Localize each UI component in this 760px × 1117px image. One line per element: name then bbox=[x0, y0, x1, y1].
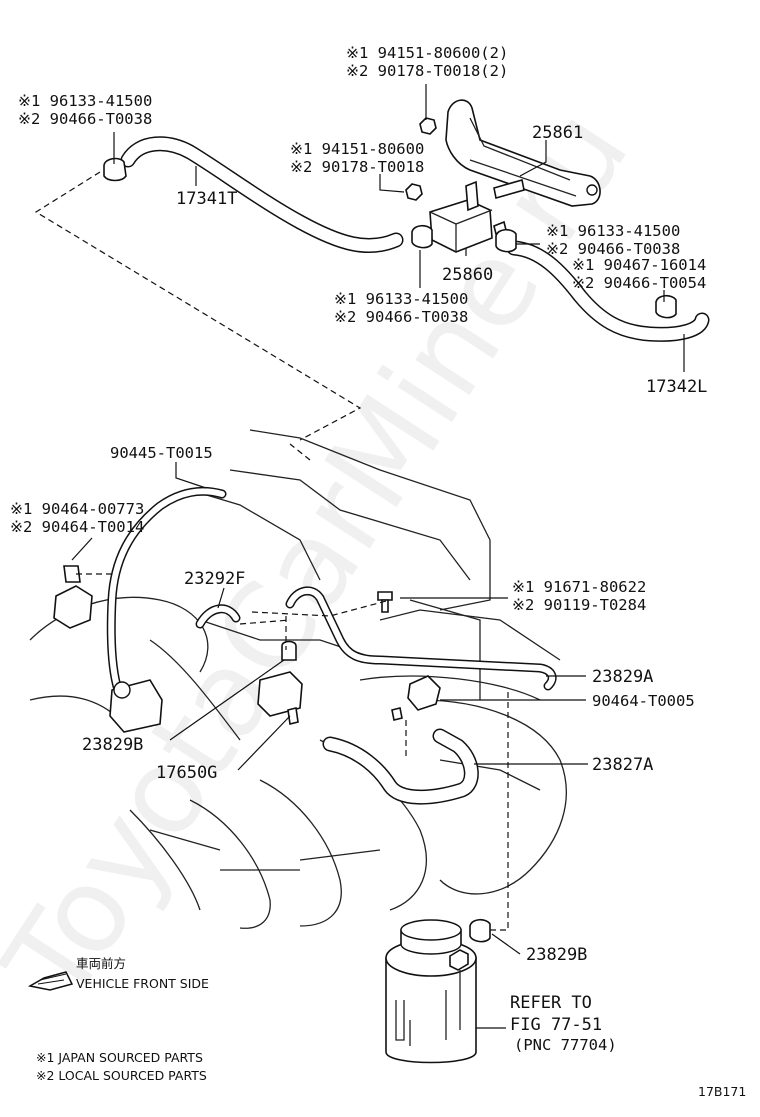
legend-local: ※2 LOCAL SOURCED PARTS bbox=[36, 1068, 207, 1083]
nut-94151-top[interactable] bbox=[419, 117, 437, 135]
figure-code: 17B171 bbox=[698, 1084, 746, 1099]
nut-94151-mid[interactable] bbox=[405, 183, 423, 201]
clamp-c4[interactable] bbox=[495, 228, 517, 253]
label-17341T: 17341T bbox=[176, 189, 237, 209]
vehicle-front-japanese: 車両前方 bbox=[76, 956, 126, 971]
callout-c5-line2: ※2 90466-T0054 bbox=[572, 274, 706, 292]
callout-c7-line1: ※1 90464-00773 bbox=[10, 500, 144, 518]
dashed-link-engine bbox=[289, 443, 311, 461]
callout-c3-line2: ※2 90178-T0018 bbox=[290, 158, 424, 176]
label-90445-T0015: 90445-T0015 bbox=[110, 444, 213, 462]
callout-c2-line1: ※1 96133-41500 bbox=[18, 92, 152, 110]
callout-c4-line2: ※2 90466-T0038 bbox=[546, 240, 680, 258]
vehicle-front-english: VEHICLE FRONT SIDE bbox=[76, 976, 209, 991]
label-90464-T0005: 90464-T0005 bbox=[592, 692, 695, 710]
charcoal-canister[interactable] bbox=[385, 919, 477, 1064]
callout-c1-line2: ※2 90178-T0018(2) bbox=[346, 62, 508, 80]
refer-line1: REFER TO bbox=[510, 993, 592, 1013]
callout-c1-line1: ※1 94151-80600(2) bbox=[346, 44, 508, 62]
hose-17342L[interactable] bbox=[506, 240, 710, 342]
label-25860: 25860 bbox=[442, 265, 493, 285]
clip-90464-00773[interactable] bbox=[53, 565, 93, 629]
hose-90445-T0015[interactable] bbox=[106, 486, 227, 695]
label-23829B-left: 23829B bbox=[82, 735, 143, 755]
callout-c3-line1: ※1 94151-80600 bbox=[290, 140, 424, 158]
dashed-link-top bbox=[34, 171, 362, 441]
clip-90464-T0005[interactable] bbox=[391, 675, 441, 721]
label-25861: 25861 bbox=[532, 123, 583, 143]
callout-c6-line1: ※1 96133-41500 bbox=[334, 290, 468, 308]
hose-17341T[interactable] bbox=[120, 136, 404, 253]
hose-23292F[interactable] bbox=[195, 604, 241, 629]
callout-c2-line2: ※2 90466-T0038 bbox=[18, 110, 152, 128]
label-23292F: 23292F bbox=[184, 569, 245, 589]
vehicle-front-arrow-icon bbox=[27, 971, 74, 991]
callout-c6-line2: ※2 90466-T0038 bbox=[334, 308, 468, 326]
refer-line3: (PNC 77704) bbox=[514, 1036, 617, 1054]
hose-23827A[interactable] bbox=[322, 728, 479, 805]
label-23827A: 23827A bbox=[592, 755, 653, 775]
label-17342L: 17342L bbox=[646, 377, 707, 397]
clamp-23829B-bottom[interactable] bbox=[469, 918, 491, 943]
clamp-c5[interactable] bbox=[655, 294, 677, 319]
callout-c7-line2: ※2 90464-T0014 bbox=[10, 518, 144, 536]
label-17650G: 17650G bbox=[156, 763, 217, 783]
bracket-25861[interactable] bbox=[445, 99, 601, 207]
leader-lines bbox=[71, 84, 685, 1029]
callout-c4-line1: ※1 96133-41500 bbox=[546, 222, 680, 240]
callout-c8-line1: ※1 91671-80622 bbox=[512, 578, 646, 596]
callout-c5-line1: ※1 90467-16014 bbox=[572, 256, 706, 274]
hose-elbow-center[interactable] bbox=[285, 586, 557, 691]
dashed-link-23292F bbox=[239, 619, 291, 625]
label-23829A: 23829A bbox=[592, 667, 653, 687]
clamp-c6[interactable] bbox=[411, 224, 433, 249]
label-23829B-bottom: 23829B bbox=[526, 945, 587, 965]
legend-japan: ※1 JAPAN SOURCED PARTS bbox=[36, 1050, 203, 1065]
callout-c8-line2: ※2 90119-T0284 bbox=[512, 596, 646, 614]
clamp-c2[interactable] bbox=[103, 157, 127, 182]
refer-line2: FIG 77-51 bbox=[510, 1015, 602, 1035]
valve-left[interactable] bbox=[109, 679, 163, 733]
bolt-91671[interactable] bbox=[377, 591, 393, 613]
